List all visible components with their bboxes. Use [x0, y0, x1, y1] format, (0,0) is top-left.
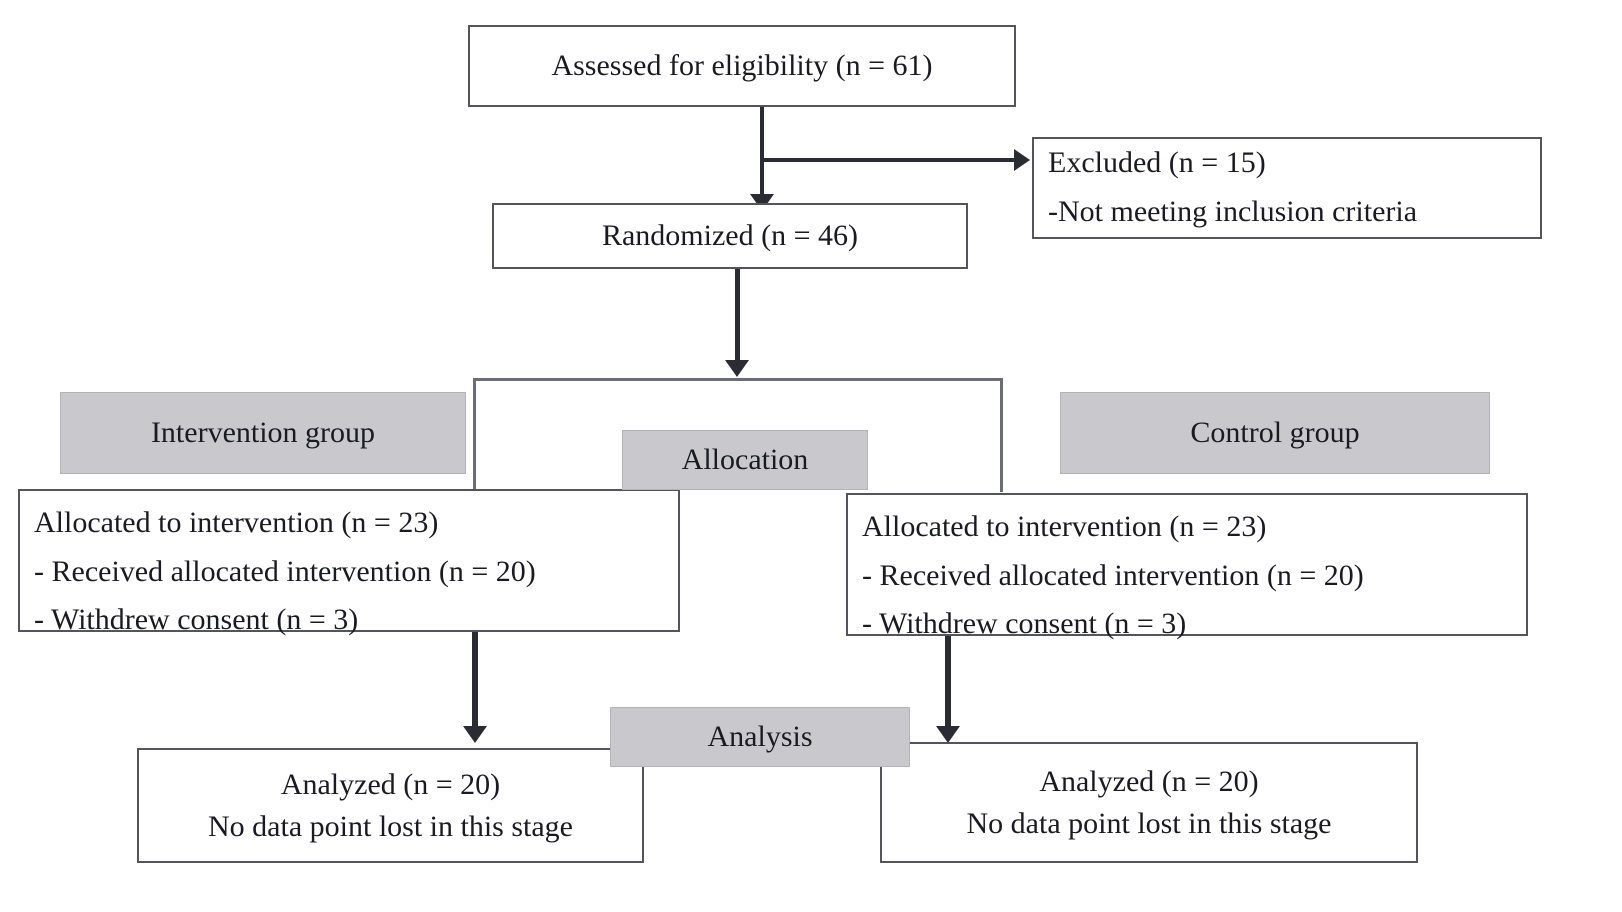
control-allocation-line-1: Allocated to intervention (n = 23)	[862, 510, 1267, 543]
intervention-allocation-line-2: - Received allocated intervention (n = 2…	[34, 554, 536, 588]
excluded-line-1: Excluded (n = 15)	[1048, 146, 1266, 180]
connector-assessed-to-excluded	[762, 158, 1018, 162]
allocation-stage-text: Allocation	[681, 443, 809, 476]
stage-label-analysis: Analysis	[610, 707, 910, 767]
randomized-label: Randomized (n = 46)	[601, 219, 859, 253]
header-intervention-group: Intervention group	[60, 392, 466, 474]
arrowhead-control-analysis	[936, 726, 960, 743]
node-control-allocation: Allocated to intervention (n = 23) - Rec…	[846, 493, 1528, 640]
node-intervention-allocation: Allocated to intervention (n = 23) - Rec…	[18, 489, 680, 636]
node-excluded: Excluded (n = 15) -Not meeting inclusion…	[1032, 137, 1542, 239]
analysis-stage-text: Analysis	[707, 720, 813, 753]
node-randomized: Randomized (n = 46)	[492, 203, 968, 269]
node-control-analysis: Analyzed (n = 20) No data point lost in …	[880, 742, 1418, 863]
control-analysis-line-1: Analyzed (n = 20)	[1039, 765, 1259, 799]
assessed-label: Assessed for eligibility (n = 61)	[551, 49, 933, 83]
intervention-allocation-line-3: - Withdrew consent (n = 3)	[34, 603, 359, 637]
excluded-line-2: -Not meeting inclusion criteria	[1048, 195, 1418, 228]
control-group-label: Control group	[1190, 416, 1360, 449]
control-analysis-line-2: No data point lost in this stage	[966, 806, 1332, 840]
node-assessed-for-eligibility: Assessed for eligibility (n = 61)	[468, 25, 1016, 107]
intervention-group-label: Intervention group	[150, 416, 376, 449]
intervention-analysis-line-1: Analyzed (n = 20)	[280, 768, 501, 802]
control-allocation-line-2: - Received allocated intervention (n = 2…	[862, 558, 1364, 592]
header-control-group: Control group	[1060, 392, 1490, 474]
arrowhead-excluded	[1014, 149, 1030, 171]
connector-assessed-to-randomized	[760, 107, 764, 200]
node-intervention-analysis: Analyzed (n = 20) No data point lost in …	[137, 748, 644, 863]
arrowhead-allocation	[725, 360, 749, 377]
connector-control-to-analysis	[945, 636, 951, 734]
connector-randomized-to-allocation	[735, 269, 740, 369]
intervention-analysis-line-2: No data point lost in this stage	[208, 809, 573, 843]
stage-label-allocation: Allocation	[622, 430, 868, 490]
allocation-split-bracket	[473, 378, 1003, 492]
arrowhead-intervention-analysis	[463, 726, 487, 743]
connector-intervention-to-analysis	[472, 632, 478, 734]
control-allocation-line-3: - Withdrew consent (n = 3)	[862, 607, 1187, 641]
intervention-allocation-line-1: Allocated to intervention (n = 23)	[34, 506, 439, 539]
